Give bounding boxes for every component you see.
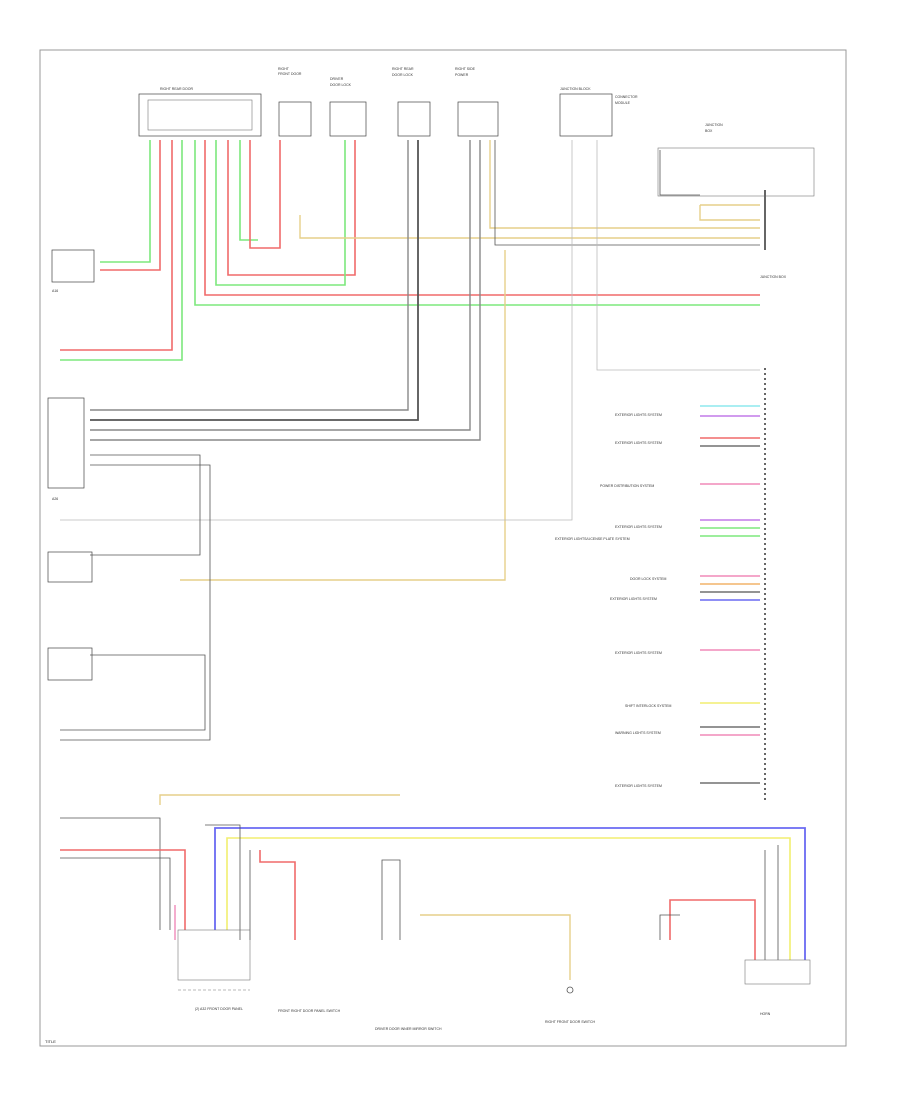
svg-text:JUNCTION: JUNCTION — [705, 123, 723, 127]
top-right-junction: JUNCTION BLOCK CONNECTOR MODULE — [559, 87, 638, 137]
wire-gray-2 — [90, 140, 481, 441]
wire-tan-1 — [299, 215, 760, 239]
wire-light-2 — [596, 140, 760, 371]
bottom-right-tag: HORN — [760, 1012, 771, 1016]
wire-light-1 — [60, 140, 573, 521]
left-a-label: A16 — [52, 289, 58, 293]
left-b-label: A26 — [52, 497, 58, 501]
wire-green-3 — [215, 140, 346, 286]
left-connector-b: A26 — [47, 397, 85, 501]
wire-red-bottom-1 — [60, 849, 186, 930]
right-system-labels: EXTERIOR LIGHTS SYSTEM EXTERIOR LIGHTS S… — [555, 413, 671, 788]
svg-text:FRONT DOOR: FRONT DOOR — [278, 72, 302, 76]
svg-text:MODULE: MODULE — [615, 101, 631, 105]
top-left-connector: RIGHT REAR DOOR — [138, 87, 262, 137]
right-connector-strip: JUNCTION BOX — [760, 190, 787, 800]
sys-label-4: EXTERIOR LIGHTS SYSTEM — [615, 525, 662, 529]
top-connector-3: DRIVER DOOR LOCK — [329, 77, 367, 137]
bottom-right-connector — [744, 959, 811, 985]
sys-label-2: EXTERIOR LIGHTS SYSTEM — [615, 441, 662, 445]
wire-gray-3 — [90, 140, 471, 431]
wire-bottom-thin-2 — [60, 857, 171, 930]
svg-text:DOOR LOCK: DOOR LOCK — [392, 73, 414, 77]
svg-text:RIGHT SIDE: RIGHT SIDE — [455, 67, 476, 71]
svg-text:BOX: BOX — [705, 129, 713, 133]
diagram-frame — [39, 49, 847, 1047]
wire-tan-bottom-2 — [420, 914, 571, 980]
wire-red-4 — [249, 140, 281, 249]
wire-bottom-thin-6 — [659, 914, 680, 940]
right-module-label: JUNCTION BOX — [760, 275, 787, 279]
wire-tan-bottom — [159, 794, 400, 805]
sys-label-7: EXTERIOR LIGHTS SYSTEM — [610, 597, 657, 601]
left-connector-c — [47, 551, 93, 583]
wire-left-thin-3 — [60, 654, 206, 731]
wire-tan-5 — [180, 250, 506, 581]
top-connector-4: RIGHT REAR DOOR LOCK — [392, 67, 431, 137]
wire-black-1 — [90, 140, 419, 421]
svg-text:CONNECTOR: CONNECTOR — [615, 95, 638, 99]
wire-bottom-thin-1 — [60, 817, 161, 930]
sys-label-5: EXTERIOR LIGHTS/LICENSE PLATE SYSTEM — [555, 537, 630, 541]
wire-tan-4 — [699, 205, 760, 221]
sys-label-10: WARNING LIGHTS SYSTEM — [615, 731, 661, 735]
top-right-module: JUNCTION BOX — [657, 123, 815, 197]
wire-red-2 — [60, 140, 173, 351]
sys-label-9: SHIFT INTERLOCK SYSTEM — [625, 704, 671, 708]
svg-text:RIGHT: RIGHT — [278, 67, 290, 71]
left-connector-d — [47, 647, 93, 681]
sys-label-8: EXTERIOR LIGHTS SYSTEM — [615, 651, 662, 655]
right-stubs — [700, 405, 760, 784]
sys-label-11: EXTERIOR LIGHTS SYSTEM — [615, 784, 662, 788]
ground-point — [566, 986, 574, 994]
wire-green-2 — [60, 140, 183, 361]
wire-red-bottom-2 — [259, 850, 296, 940]
wire-left-thin-1 — [90, 454, 201, 556]
bottom-left-label: (2) A32 FRONT DOOR PANEL — [195, 1007, 243, 1011]
svg-text:POWER: POWER — [455, 73, 469, 77]
wire-red-1 — [100, 140, 161, 271]
wire-yellow-long — [226, 837, 791, 960]
bottom-left-connector — [177, 929, 251, 991]
bottom-labels: (2) A32 FRONT DOOR PANEL FRONT RIGHT DOO… — [195, 1007, 771, 1031]
top-connector-2: RIGHT FRONT DOOR — [278, 67, 312, 137]
wire-module-link — [659, 150, 700, 196]
svg-text:DOOR LOCK: DOOR LOCK — [330, 83, 352, 87]
wire-red-3 — [227, 140, 356, 276]
wire-blue-long — [214, 827, 806, 960]
wire-red-bottom-3 — [669, 899, 756, 960]
top-right-junction-label: JUNCTION BLOCK — [560, 87, 591, 91]
sys-label-1: EXTERIOR LIGHTS SYSTEM — [615, 413, 662, 417]
wire-bottom-thin-5 — [381, 859, 401, 940]
wire-gray-1 — [90, 140, 409, 411]
bottom-center-label: DRIVER DOOR INNER MIRROR SWITCH — [375, 1027, 442, 1031]
wire-green-1 — [100, 140, 151, 263]
top-connector-5: RIGHT SIDE POWER — [455, 67, 499, 137]
wire-green-4 — [239, 140, 258, 241]
wire-thin-tan-link — [494, 140, 760, 246]
wire-tan-2 — [489, 140, 760, 229]
svg-text:RIGHT REAR: RIGHT REAR — [392, 67, 414, 71]
wire-left-thin-2 — [60, 464, 211, 741]
top-left-connector-label: RIGHT REAR DOOR — [160, 87, 193, 91]
wire-bottom-thin-4 — [205, 824, 241, 940]
sys-label-3: POWER DISTRIBUTION SYSTEM — [600, 484, 654, 488]
bottom-mid-left-label: FRONT RIGHT DOOR PANEL SWITCH — [278, 1009, 341, 1013]
sys-label-6: DOOR LOCK SYSTEM — [630, 577, 666, 581]
svg-text:DRIVER: DRIVER — [330, 77, 344, 81]
left-connector-a: A16 — [51, 249, 95, 293]
wire-red-long — [204, 140, 760, 296]
bottom-center-right-label: RIGHT FRONT DOOR SWITCH — [545, 1020, 596, 1024]
footer-label: TITLE — [45, 1039, 56, 1044]
